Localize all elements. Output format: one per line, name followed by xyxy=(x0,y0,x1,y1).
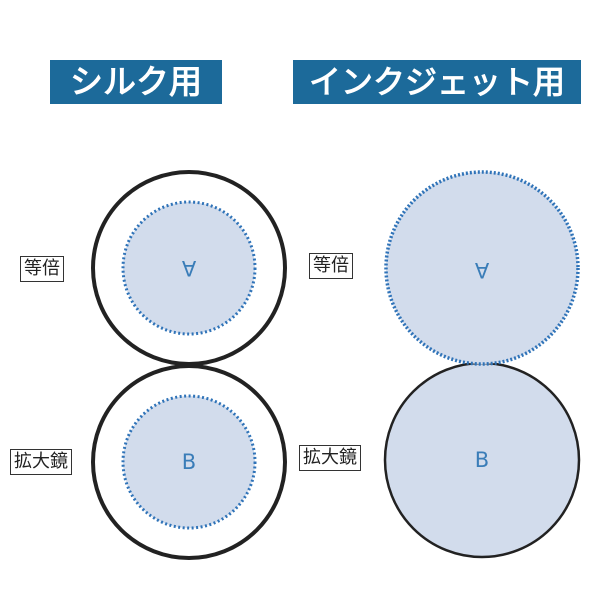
silk-bottom-inner-disc xyxy=(121,394,257,530)
silk-magnifier-label: 拡大鏡 xyxy=(10,449,72,475)
inkjet-magnifier-label: 拡大鏡 xyxy=(299,445,361,471)
inkjet-mark-b: B xyxy=(475,448,489,472)
inkjet-equal-label: 等倍 xyxy=(309,253,353,279)
silk-mark-b: B xyxy=(182,450,196,474)
inkjet-header: インクジェット用 xyxy=(293,60,581,104)
silk-mark-a: A xyxy=(181,256,196,280)
inkjet-mark-a: A xyxy=(474,258,489,282)
inkjet-top-disc xyxy=(384,170,580,366)
silk-equal-label: 等倍 xyxy=(20,256,64,282)
silk-top-inner-disc xyxy=(121,200,257,336)
silk-header: シルク用 xyxy=(50,60,222,104)
